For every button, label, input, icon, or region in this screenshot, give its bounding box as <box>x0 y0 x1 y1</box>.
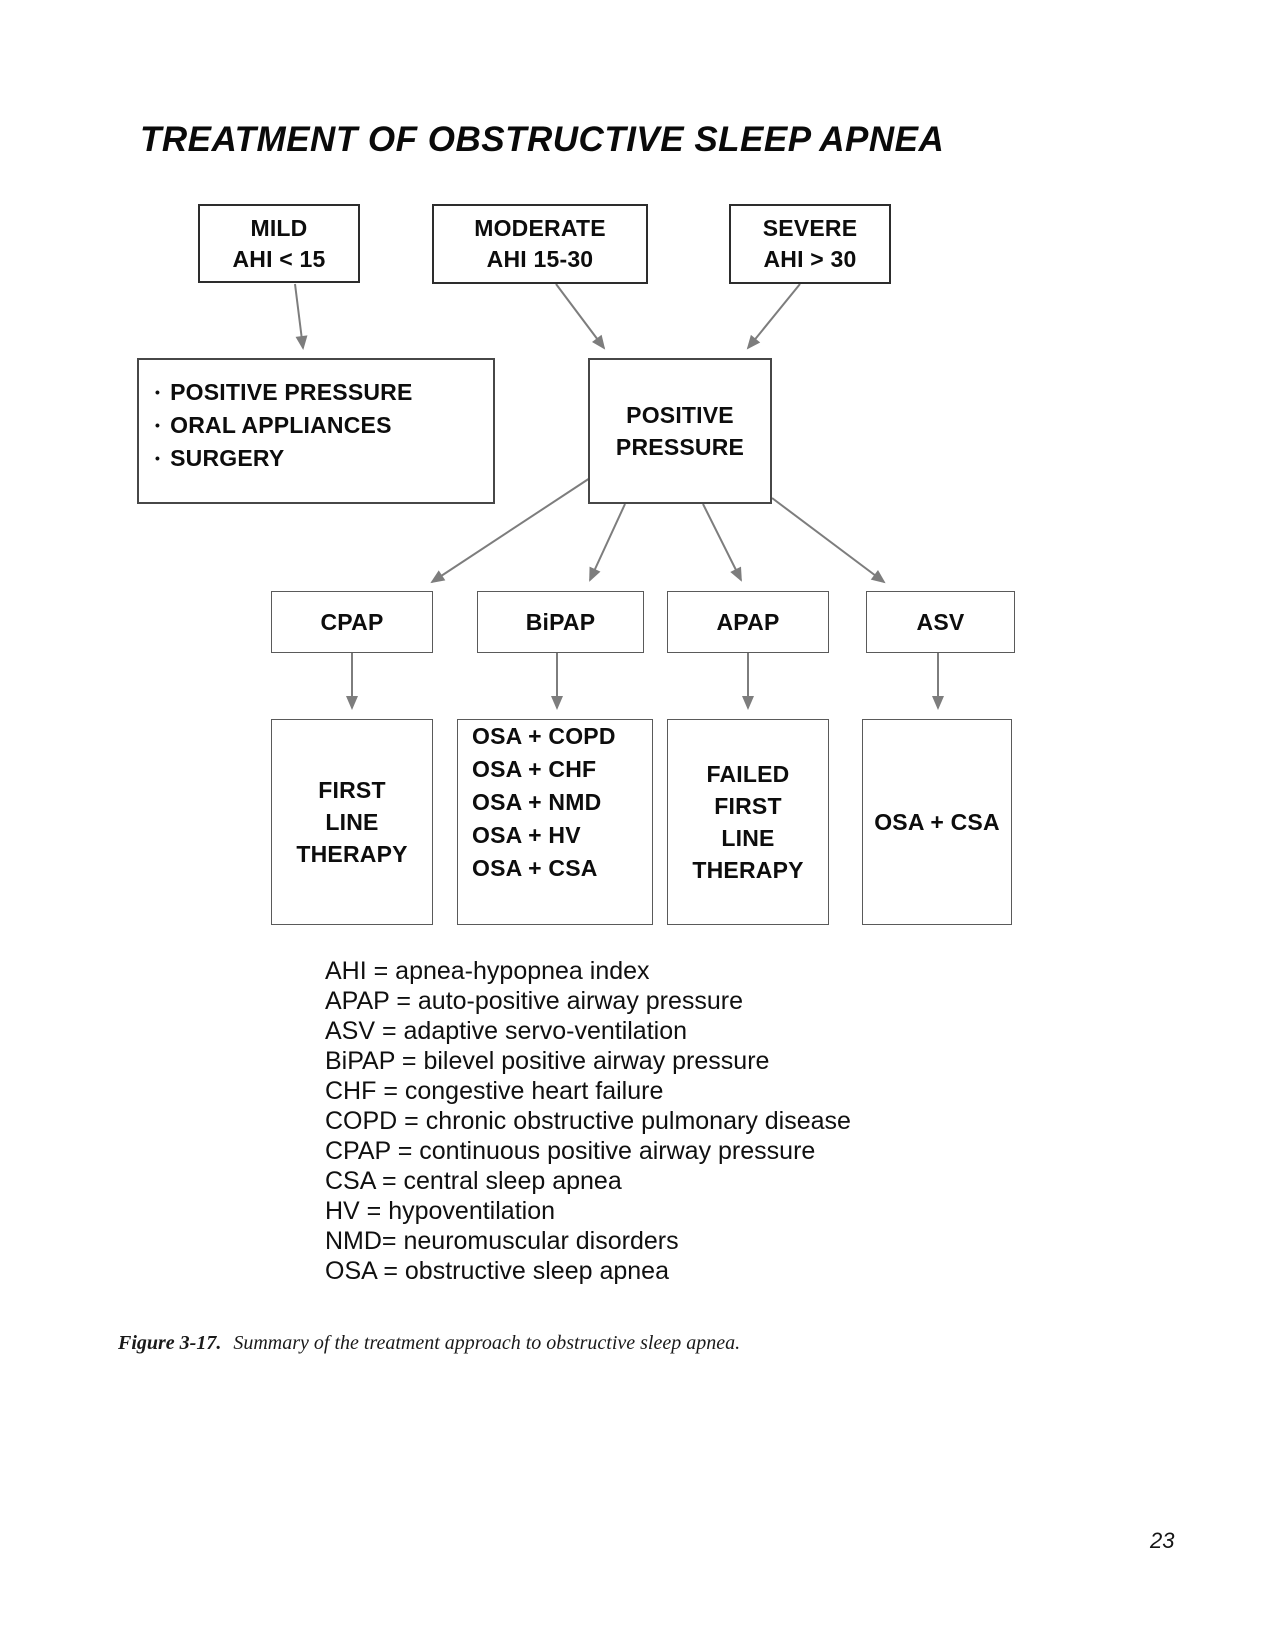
legend-line-bipap: BiPAP = bilevel positive airway pressure <box>325 1047 770 1075</box>
arrow-mild-to-conservative <box>294 283 308 350</box>
therapy-box-apap: APAP <box>667 591 829 653</box>
therapy-box-bipap: BiPAP <box>477 591 644 653</box>
indication-line: THERAPY <box>296 841 408 867</box>
therapy-cpap-label: CPAP <box>320 608 384 635</box>
indication-line: FIRST <box>714 793 782 819</box>
indication-line: OSA + CHF <box>472 756 597 782</box>
indication-line: LINE <box>325 809 379 835</box>
severity-box-severe: SEVERE AHI > 30 <box>729 204 891 284</box>
arrow-pp-to-bipap <box>589 503 626 582</box>
legend-line-apap: APAP = auto-positive airway pressure <box>325 987 744 1015</box>
indication-box-first-line-therapy: FIRST LINE THERAPY <box>271 719 433 925</box>
legend-line-hv: HV = hypoventilation <box>325 1197 556 1225</box>
arrow-severe-to-positive-pressure <box>746 283 801 350</box>
arrow-moderate-to-positive-pressure <box>555 283 606 350</box>
legend-line-nmd: NMD= neuromuscular disorders <box>325 1227 679 1255</box>
indication-line: THERAPY <box>692 857 804 883</box>
figure-caption: Figure 3-17. Summary of the treatment app… <box>118 1332 740 1355</box>
legend-line-cpap: CPAP = continuous positive airway pressu… <box>325 1137 816 1165</box>
indication-line: OSA + CSA <box>874 808 1000 835</box>
treatment-option-label: ORAL APPLIANCES <box>170 412 392 438</box>
indication-box-failed-first-line: FAILED FIRST LINE THERAPY <box>667 719 829 925</box>
severity-box-mild: MILD AHI < 15 <box>198 204 360 283</box>
treatment-option-label: POSITIVE PRESSURE <box>170 379 413 405</box>
arrow-pp-to-apap <box>702 503 742 582</box>
indication-box-bipap-comorbidities: OSA + COPD OSA + CHF OSA + NMD OSA + HV … <box>457 719 653 925</box>
therapy-box-cpap: CPAP <box>271 591 433 653</box>
page-title: TREATMENT OF OBSTRUCTIVE SLEEP APNEA <box>140 120 945 159</box>
severity-moderate-ahi: AHI 15-30 <box>486 246 594 272</box>
bullet-icon: • <box>155 417 161 433</box>
indication-line: OSA + HV <box>472 822 581 848</box>
bullet-icon: • <box>155 384 161 400</box>
legend-line-copd: COPD = chronic obstructive pulmonary dis… <box>325 1107 851 1135</box>
therapy-apap-label: APAP <box>716 608 780 635</box>
indication-line: FIRST <box>318 777 386 803</box>
therapy-asv-label: ASV <box>916 608 965 635</box>
therapy-box-asv: ASV <box>866 591 1015 653</box>
treatment-option-positive-pressure: • POSITIVE PRESSURE <box>155 376 413 409</box>
abbreviation-legend: AHI = apnea-hypopnea index APAP = auto-p… <box>325 956 851 1286</box>
treatment-option-surgery: • SURGERY <box>155 442 284 475</box>
treatment-option-label: SURGERY <box>170 445 285 471</box>
legend-line-chf: CHF = congestive heart failure <box>325 1077 664 1105</box>
therapy-bipap-label: BiPAP <box>525 608 596 635</box>
mild-treatment-options-box: • POSITIVE PRESSURE • ORAL APPLIANCES • … <box>137 358 495 504</box>
legend-line-asv: ASV = adaptive servo-ventilation <box>325 1017 688 1045</box>
positive-pressure-line1: POSITIVE <box>626 402 734 428</box>
indication-box-osa-csa: OSA + CSA <box>862 719 1012 925</box>
arrow-pp-to-asv <box>771 497 886 584</box>
severity-mild-label: MILD <box>250 214 308 241</box>
treatment-option-oral-appliances: • ORAL APPLIANCES <box>155 409 392 442</box>
severity-severe-label: SEVERE <box>762 215 858 241</box>
indication-line: LINE <box>721 825 775 851</box>
indication-line: OSA + NMD <box>472 789 602 815</box>
legend-line-csa: CSA = central sleep apnea <box>325 1167 622 1195</box>
legend-line-ahi: AHI = apnea-hypopnea index <box>325 957 650 985</box>
indication-line: OSA + COPD <box>472 723 616 749</box>
severity-severe-ahi: AHI > 30 <box>763 246 857 272</box>
arrow-pp-to-cpap <box>430 477 591 584</box>
bullet-icon: • <box>155 450 161 466</box>
legend-line-osa: OSA = obstructive sleep apnea <box>325 1257 669 1285</box>
indication-line: OSA + CSA <box>472 855 598 881</box>
positive-pressure-box: POSITIVE PRESSURE <box>588 358 772 504</box>
figure-caption-label: Figure 3-17. <box>118 1332 222 1354</box>
severity-moderate-label: MODERATE <box>474 215 606 241</box>
severity-mild-ahi: AHI < 15 <box>232 245 326 272</box>
figure-caption-text: Summary of the treatment approach to obs… <box>233 1332 741 1354</box>
indication-line: FAILED <box>706 761 790 787</box>
severity-box-moderate: MODERATE AHI 15-30 <box>432 204 648 284</box>
page-number: 23 <box>1150 1528 1175 1553</box>
positive-pressure-line2: PRESSURE <box>615 434 745 460</box>
